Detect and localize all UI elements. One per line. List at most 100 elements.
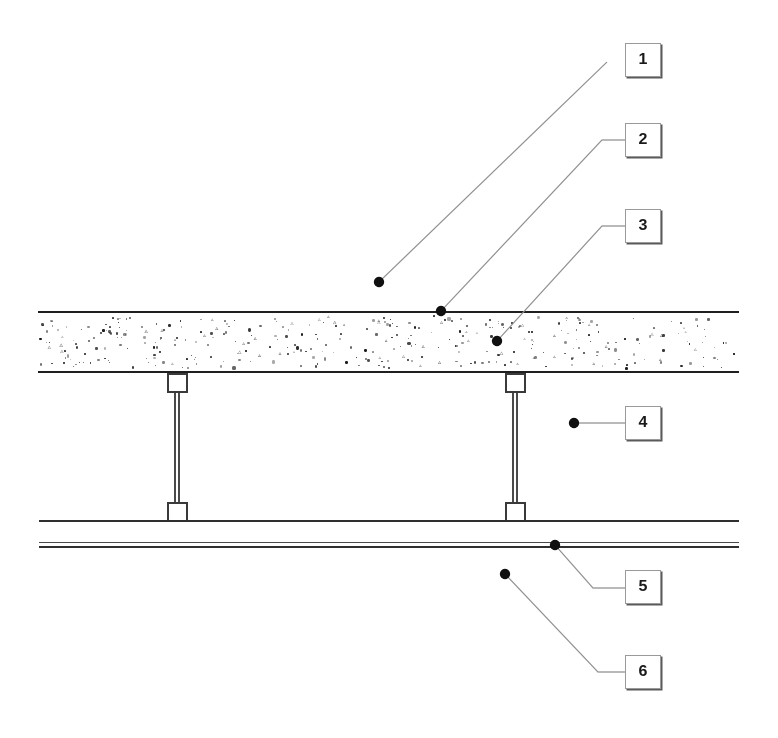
leader-line-6 [504, 573, 625, 673]
hatch-mark: ▵ [467, 339, 470, 345]
hatch-mark: ▵ [171, 361, 174, 368]
hatch-mark: ▵ [650, 330, 654, 338]
hatch-mark [223, 320, 227, 322]
hatch-mark [125, 330, 127, 332]
hatch-mark: ▵ [160, 327, 164, 334]
hatch-mark [367, 359, 370, 363]
hatch-mark [566, 332, 569, 335]
hatch-mark: ▵ [377, 318, 380, 324]
hatch-mark [51, 320, 53, 322]
hatch-mark [200, 318, 202, 320]
callout-box-5: 5 [625, 570, 661, 604]
hatch-mark: ▵ [592, 362, 595, 368]
hatch-mark [455, 360, 458, 363]
leader-line-2 [440, 139, 625, 312]
hatch-mark [410, 360, 413, 363]
hatch-mark [696, 325, 698, 327]
hatch-mark [383, 365, 386, 368]
hatch-mark [131, 366, 135, 369]
hatch-mark [159, 338, 162, 341]
hatch-mark [414, 343, 417, 346]
hatch-mark [147, 361, 149, 363]
hatch-mark [225, 331, 228, 334]
hatch-mark [386, 322, 390, 327]
hatch-mark [707, 318, 710, 321]
hatch-mark [323, 322, 325, 324]
hatch-mark [324, 357, 327, 361]
hatch-mark [100, 331, 103, 334]
hatch-mark [222, 360, 225, 363]
hatch-mark [321, 351, 323, 352]
hatch-mark [193, 359, 196, 361]
hatch-mark [155, 346, 158, 349]
hatch-mark [316, 337, 319, 340]
hatch-mark [167, 323, 171, 327]
hatch-mark [677, 332, 679, 334]
hatch-mark [545, 365, 547, 368]
hatch-mark [129, 317, 132, 320]
hatch-mark: ▵ [378, 356, 381, 362]
hatch-mark [414, 327, 416, 329]
hatch-mark [232, 366, 236, 371]
hatch-mark [513, 351, 515, 353]
hatch-mark [180, 326, 183, 329]
hatch-mark: ▵ [660, 332, 664, 339]
hatch-mark [638, 342, 640, 344]
hatch-mark: ▵ [659, 357, 662, 364]
hatch-mark [484, 323, 487, 326]
hatch-mark: ▵ [520, 321, 525, 329]
hatch-mark [285, 334, 288, 338]
hatch-mark [659, 361, 663, 364]
hatch-mark [46, 341, 48, 344]
hatch-mark [308, 324, 311, 326]
hanger-clip-top [167, 373, 188, 393]
hatch-mark [41, 323, 45, 327]
hatch-mark [590, 320, 593, 323]
hatch-mark: ▵ [516, 360, 519, 366]
hatch-mark [63, 362, 65, 365]
hatch-mark [582, 351, 585, 355]
hatch-mark [116, 317, 120, 320]
hatch-mark [717, 359, 719, 360]
hatch-mark [350, 345, 353, 349]
hanger-rod [512, 382, 518, 512]
hatch-mark [648, 335, 651, 338]
hatch-mark [195, 362, 198, 365]
hatch-mark [74, 342, 78, 345]
hatch-mark [688, 343, 691, 346]
hatch-mark: ▵ [215, 325, 219, 333]
hatch-mark [461, 341, 464, 344]
hatch-mark [124, 333, 127, 336]
hatch-mark [72, 365, 74, 367]
hatch-mark [571, 364, 573, 366]
hatch-mark [312, 355, 315, 359]
hatch-mark [335, 325, 337, 327]
hatch-mark [153, 357, 156, 360]
reference-dot-5 [549, 539, 561, 551]
hatch-mark [200, 330, 203, 333]
hatch-mark [733, 353, 735, 355]
callout-box-1: 1 [625, 43, 661, 77]
hatch-mark [315, 333, 317, 335]
hatch-mark [119, 317, 121, 320]
hatch-mark [633, 318, 634, 320]
hatch-mark [181, 366, 184, 369]
hatch-mark [191, 355, 193, 356]
reference-dot-1 [373, 276, 385, 288]
hatch-mark [50, 320, 53, 323]
hatch-mark [596, 354, 598, 356]
hatch-mark [500, 322, 504, 326]
hatch-mark [286, 353, 290, 356]
hatch-mark [247, 328, 252, 333]
hatch-mark: ▵ [475, 330, 479, 336]
hatch-mark [93, 336, 95, 340]
hatch-mark [64, 350, 66, 353]
hatch-mark: ▵ [523, 336, 526, 342]
hatch-mark [109, 362, 111, 364]
hatch-mark: ▵ [553, 354, 556, 361]
hatch-mark [338, 338, 342, 340]
hatch-mark [74, 363, 77, 366]
hatch-mark [433, 315, 435, 318]
hatch-mark: ▵ [553, 333, 556, 340]
